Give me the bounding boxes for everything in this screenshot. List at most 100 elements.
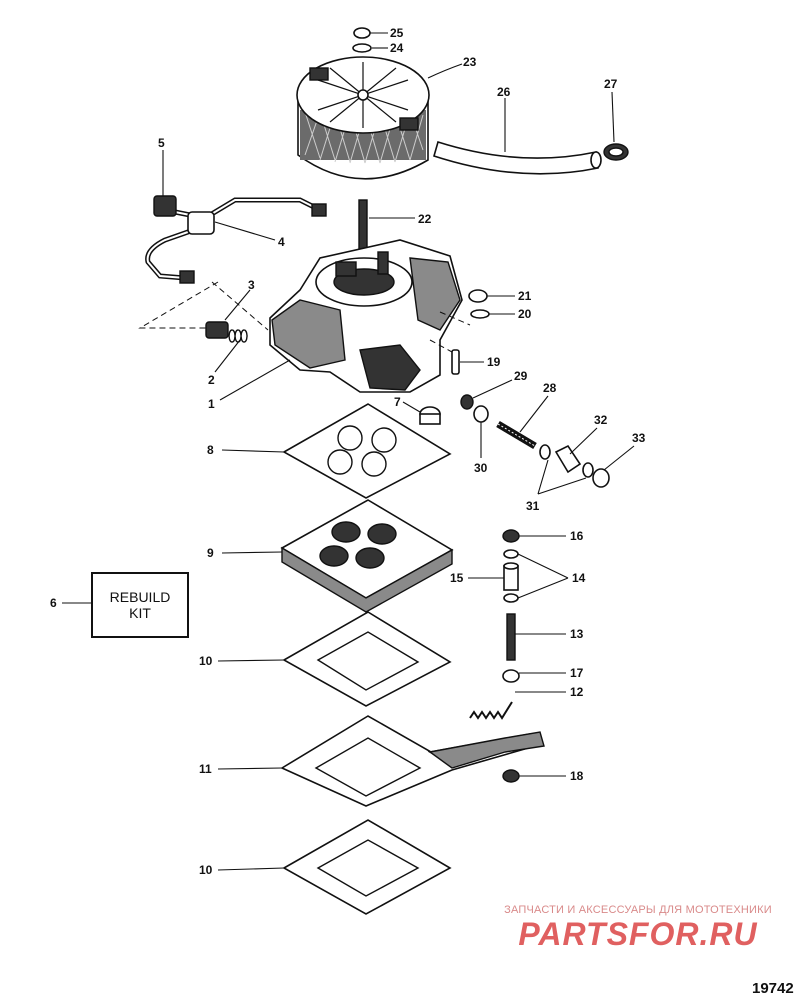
callout-29: 29 bbox=[514, 369, 528, 383]
air-cleaner-clip-left bbox=[309, 67, 329, 81]
gasket-8-bore-1 bbox=[337, 425, 363, 451]
air-cleaner-center-hub bbox=[357, 89, 369, 101]
callout-26: 26 bbox=[497, 85, 511, 99]
fuel-line-nut-right bbox=[311, 203, 327, 217]
clamp-27-inner bbox=[608, 147, 624, 157]
callout-12: 12 bbox=[570, 685, 584, 699]
callout-15: 15 bbox=[450, 571, 464, 585]
hose-assembly bbox=[433, 140, 629, 175]
figure-number: 19742 bbox=[752, 980, 794, 997]
washer-24-shape bbox=[352, 43, 372, 53]
washer-14a-shape bbox=[503, 549, 519, 559]
hose-26-shape bbox=[433, 140, 599, 175]
gasket-10-upper-opening bbox=[316, 631, 420, 691]
leader-7 bbox=[402, 401, 421, 413]
callout-9: 9 bbox=[207, 546, 214, 560]
nut-17-shape bbox=[502, 669, 520, 683]
bushing-15-top bbox=[503, 562, 519, 570]
callout-5: 5 bbox=[158, 136, 165, 150]
leader-29 bbox=[472, 379, 513, 399]
callout-4: 4 bbox=[278, 235, 285, 249]
callout-3: 3 bbox=[248, 278, 255, 292]
callout-10-lower: 10 bbox=[199, 863, 213, 877]
air-cleaner-clip-right bbox=[399, 117, 419, 131]
callout-16: 16 bbox=[570, 529, 584, 543]
nut-30-shape bbox=[473, 405, 489, 423]
nut-33-shape bbox=[592, 468, 610, 488]
rebuild-kit-line2: KIT bbox=[129, 605, 151, 621]
callout-14: 14 bbox=[572, 571, 586, 585]
gasket-8-bore-3 bbox=[327, 449, 353, 475]
callout-23: 23 bbox=[463, 55, 477, 69]
watermark: ЗАПЧАСТИ И АКСЕССУАРЫ ДЛЯ МОТОТЕХНИКИ PA… bbox=[488, 904, 788, 953]
spring-12-shape bbox=[469, 701, 513, 720]
callout-27: 27 bbox=[604, 77, 618, 91]
callout-22: 22 bbox=[418, 212, 432, 226]
leader-32 bbox=[569, 427, 598, 455]
carburetor-float-bowl-front bbox=[271, 299, 346, 369]
washer-29-shape bbox=[460, 394, 474, 410]
stud-22 bbox=[358, 199, 368, 251]
rebuild-kit-box: REBUILD KIT bbox=[91, 572, 189, 638]
gasket-8-outline bbox=[282, 403, 452, 499]
carburetor-choke-housing bbox=[335, 261, 357, 277]
callout-2: 2 bbox=[208, 373, 215, 387]
leader-11 bbox=[217, 767, 283, 770]
spacer-9-side bbox=[281, 546, 453, 613]
spacer-9-bore-1 bbox=[331, 521, 361, 543]
leader-23 bbox=[427, 63, 463, 79]
throttle-bracket bbox=[428, 731, 545, 769]
stud-22-shape bbox=[358, 199, 368, 251]
leader-10b bbox=[217, 867, 285, 871]
linkage-hardware bbox=[469, 529, 520, 783]
fuel-line-nut-lower bbox=[179, 270, 195, 284]
watermark-brand-logo: PARTSFOR.RU bbox=[518, 916, 758, 952]
callout-25: 25 bbox=[390, 26, 404, 40]
nut-18-shape bbox=[502, 769, 520, 783]
nut-16-shape bbox=[502, 529, 520, 543]
callout-21: 21 bbox=[518, 289, 532, 303]
fuel-line-dashed-guides bbox=[138, 281, 269, 331]
leader-33 bbox=[603, 445, 635, 471]
callout-10-upper: 10 bbox=[199, 654, 213, 668]
leader-27 bbox=[611, 91, 615, 143]
pin-19-shape bbox=[451, 349, 460, 375]
gasket-10-lower bbox=[282, 819, 452, 915]
callout-20: 20 bbox=[518, 307, 532, 321]
leader-9 bbox=[221, 551, 283, 554]
callout-28: 28 bbox=[543, 381, 557, 395]
leader-8 bbox=[221, 449, 285, 453]
plug-7 bbox=[419, 406, 441, 425]
leader-10a bbox=[217, 659, 285, 662]
callout-6: 6 bbox=[50, 596, 57, 610]
gasket-10-upper bbox=[282, 611, 452, 707]
spacer-9-bore-2 bbox=[367, 523, 397, 545]
leader-31 bbox=[537, 459, 587, 495]
washer-31a-shape bbox=[539, 444, 551, 460]
gasket-8-bore-2 bbox=[371, 427, 397, 453]
carburetor-float-bowl-rear bbox=[409, 257, 461, 331]
callout-17: 17 bbox=[570, 666, 584, 680]
callout-33: 33 bbox=[632, 431, 646, 445]
fuel-line-assembly bbox=[138, 195, 327, 343]
air-cleaner-assembly bbox=[296, 27, 430, 180]
carburetor-assembly bbox=[269, 239, 471, 393]
gasket-11-outline bbox=[280, 715, 544, 807]
callout-13: 13 bbox=[570, 627, 584, 641]
callout-32: 32 bbox=[594, 413, 608, 427]
fuel-line-tee bbox=[187, 211, 215, 235]
stud-28-thread bbox=[497, 423, 536, 447]
nut-21-shape bbox=[468, 289, 488, 303]
carburetor-dashed-guides bbox=[429, 311, 471, 353]
callout-1: 1 bbox=[208, 397, 215, 411]
leader-3 bbox=[224, 289, 251, 321]
fuel-filter-3-shape bbox=[205, 321, 229, 339]
gasket-10-lower-opening bbox=[316, 839, 420, 897]
air-cleaner-filter-pattern bbox=[304, 111, 424, 164]
spacer-32-shape bbox=[554, 444, 582, 474]
rebuild-kit-line1: REBUILD bbox=[109, 589, 171, 605]
spacer-9 bbox=[280, 499, 454, 613]
hose-26-end bbox=[590, 151, 602, 169]
leader-28 bbox=[519, 395, 549, 433]
